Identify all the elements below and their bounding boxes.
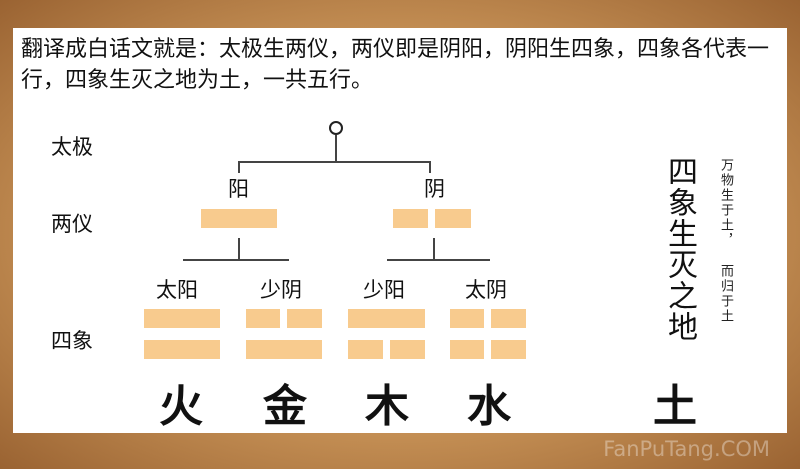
side-note-1: 万物生于土， — [718, 158, 733, 248]
yin-label: 阴 — [424, 177, 445, 201]
caption-text: 翻译成白话文就是：太极生两仪，两仪即是阴阳，阴阳生四象，四象各代表一行，四象生灭… — [21, 37, 770, 93]
taiyin-bottom-bar-right — [491, 340, 526, 359]
taiyin-label: 太阴 — [465, 278, 507, 302]
shaoyang-label: 少阳 — [363, 278, 405, 302]
taiji-stem-line — [335, 135, 337, 162]
yang-solid-bar — [201, 209, 277, 228]
yin-broken-bar-right — [435, 209, 471, 228]
taiyin-top-bar-right — [491, 309, 526, 328]
taiyin-bottom-bar-left — [450, 340, 484, 359]
taiyin-top-bar-left — [450, 309, 484, 328]
element-metal: 金 — [263, 381, 307, 432]
shaoyang-bottom-bar-right — [390, 340, 425, 359]
taiyang-bottom-bar — [144, 340, 220, 359]
element-wood: 木 — [365, 381, 409, 432]
yang-label: 阳 — [228, 177, 249, 201]
yang-stem-line — [238, 238, 240, 260]
taiyang-top-bar — [144, 309, 220, 328]
element-water: 水 — [467, 381, 511, 432]
yin-branch-line — [387, 259, 490, 261]
taiji-circle — [329, 121, 343, 135]
watermark-text: FanPuTang.COM — [603, 437, 770, 461]
element-earth: 土 — [653, 381, 697, 432]
yin-broken-bar-left — [393, 209, 428, 228]
yin-drop-line — [429, 161, 431, 173]
row-label-sixiang: 四象 — [51, 329, 93, 353]
row-label-liangyi: 两仪 — [51, 212, 93, 236]
shaoyin-top-bar-right — [287, 309, 322, 328]
yang-drop-line — [238, 161, 240, 173]
row-label-taiji: 太极 — [51, 135, 93, 159]
yang-branch-line — [183, 259, 289, 261]
shaoyang-top-bar — [348, 309, 425, 328]
shaoyin-top-bar-left — [246, 309, 280, 328]
taiji-branch-line — [238, 161, 431, 163]
taiyang-label: 太阳 — [156, 278, 198, 302]
side-note-2: 而归于土 — [718, 264, 733, 324]
yin-stem-line — [433, 238, 435, 260]
diagram-panel: 翻译成白话文就是：太极生两仪，两仪即是阴阳，阴阳生四象，四象各代表一行，四象生灭… — [13, 28, 787, 433]
shaoyang-bottom-bar-left — [348, 340, 383, 359]
side-title: 四象生灭之地 — [662, 156, 697, 342]
shaoyin-bottom-bar — [246, 340, 322, 359]
shaoyin-label: 少阴 — [260, 278, 302, 302]
element-fire: 火 — [159, 381, 203, 432]
